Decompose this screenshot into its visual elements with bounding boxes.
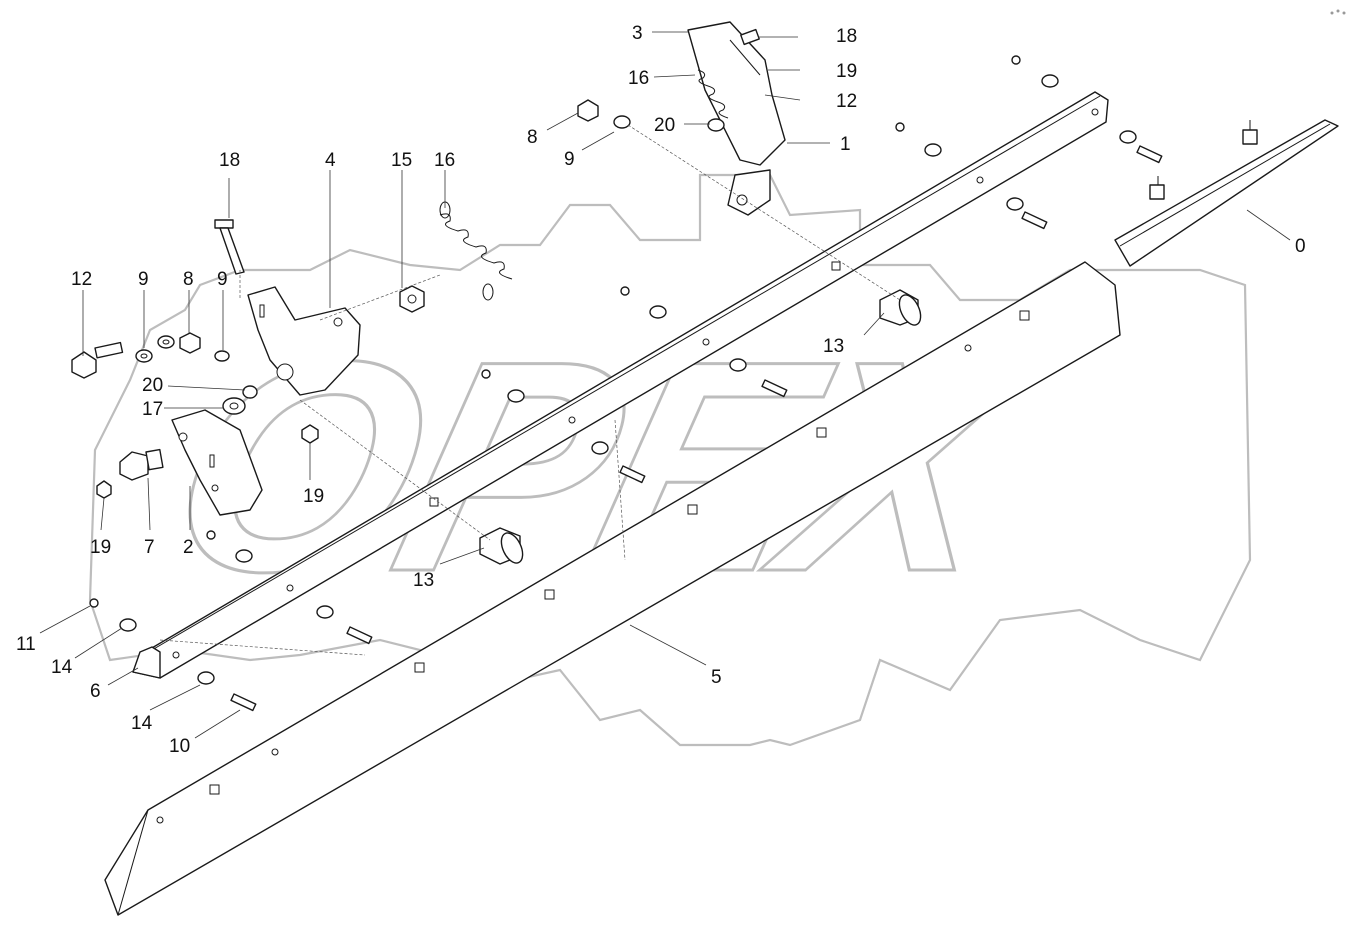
callout-1: 1 [840, 134, 851, 155]
callout-20: 20 [654, 115, 675, 136]
part-9-washer-3 [214, 350, 230, 362]
callout-9: 9 [564, 149, 575, 170]
callout-0: 0 [1295, 236, 1306, 257]
callout-15: 15 [391, 150, 412, 171]
callout-11: 11 [16, 634, 36, 655]
callout-14-top: 14 [51, 657, 73, 678]
callout-19-left: 19 [90, 537, 111, 558]
callout-19: 19 [836, 61, 857, 82]
part-6-angle-bar [132, 91, 1109, 679]
callout-10: 10 [169, 736, 190, 757]
callout-12-left: 12 [71, 269, 92, 290]
part-19-nut [301, 424, 319, 444]
part-13-rivet-bottom [479, 527, 524, 565]
leader-lines [39, 31, 1291, 739]
callout-2: 2 [183, 537, 194, 558]
part-17-washer [222, 397, 246, 415]
part-12-bolt [71, 341, 124, 379]
part-13-rivet-top [879, 289, 922, 326]
callout-18-left: 18 [219, 150, 240, 171]
callout-16-left: 16 [434, 150, 455, 171]
callout-18: 18 [836, 26, 857, 47]
callout-6: 6 [90, 681, 101, 702]
watermark-gear [88, 173, 1252, 747]
part-16-spring [439, 201, 513, 301]
callout-19-center: 19 [303, 486, 324, 507]
part-16-spring-top [697, 69, 729, 119]
callout-12: 12 [836, 91, 857, 112]
callout-17: 17 [142, 399, 163, 420]
part-5-blade [104, 261, 1121, 916]
part-8-nut [179, 332, 201, 354]
callout-8: 8 [527, 127, 538, 148]
callout-8-left: 8 [183, 269, 194, 290]
part-2-bracket [171, 409, 263, 516]
part-7-bolt [119, 448, 164, 481]
callout-9-left-2: 9 [217, 269, 228, 290]
callout-13-bottom: 13 [413, 570, 434, 591]
callout-13-top: 13 [823, 336, 844, 357]
part-20-roller [242, 385, 258, 399]
part-1-latch-bracket [687, 21, 786, 216]
callout-4: 4 [325, 150, 336, 171]
callout-16: 16 [628, 68, 649, 89]
part-15-nut [399, 285, 425, 313]
callout-14-bottom: 14 [131, 713, 153, 734]
part-9-washer-2 [157, 335, 175, 349]
part-18-bolt [214, 219, 245, 275]
callout-5: 5 [711, 667, 722, 688]
corner-mark [1330, 9, 1346, 15]
part-4-bracket [247, 286, 361, 396]
callout-20-left: 20 [142, 375, 163, 396]
part-19-nut-left [96, 480, 112, 499]
part-18-bolt-top [740, 28, 760, 46]
callout-3: 3 [632, 23, 643, 44]
callout-9-left-1: 9 [138, 269, 149, 290]
callout-labels: 3 18 16 19 12 20 1 8 9 0 18 4 15 16 12 9… [16, 23, 1306, 757]
callout-7: 7 [144, 537, 155, 558]
part-20-roller-top [707, 118, 725, 132]
part-0-assembly [1114, 119, 1339, 267]
fastener-set [89, 55, 1163, 712]
part-9-washer-1 [135, 349, 153, 363]
